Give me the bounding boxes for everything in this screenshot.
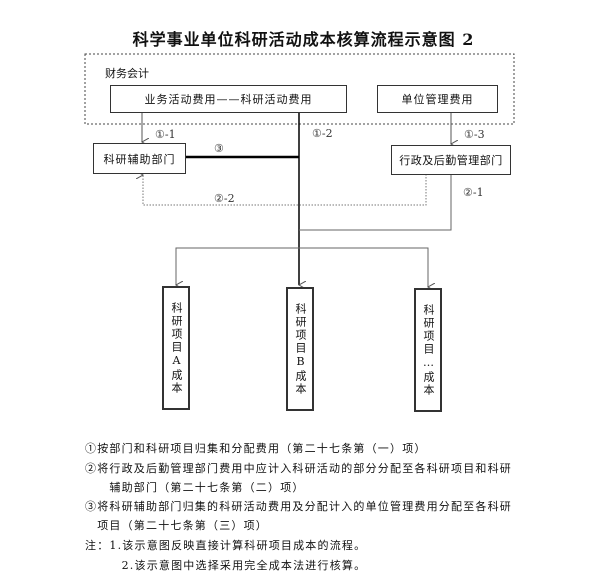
project-a-cost-box: 科研项目A成本	[162, 286, 190, 410]
flow-label-1-2: ①-2	[312, 127, 333, 140]
diagram-title: 科学事业单位科研活动成本核算流程示意图 2	[132, 30, 475, 49]
flow-label-2-1: ②-1	[463, 186, 484, 199]
admin-logistics-dept-box: 行政及后勤管理部门	[391, 145, 511, 175]
project-b-cost-box: 科研项目B成本	[286, 287, 314, 411]
unit-management-expense-box: 单位管理费用	[377, 85, 498, 113]
flow-label-2-2: ②-2	[214, 192, 235, 205]
research-support-dept-box: 科研辅助部门	[93, 143, 186, 174]
flow-label-3: ③	[214, 142, 224, 155]
business-expense-box: 业务活动费用——科研活动费用	[110, 85, 347, 113]
finance-group-label: 财务会计	[105, 67, 149, 80]
flow-label-1-3: ①-3	[464, 128, 485, 141]
remark-2: 2.该示意图中选择采用完全成本法进行核算。	[85, 559, 367, 572]
flow-2-1-line	[299, 174, 452, 231]
note-3: ③将科研辅助部门归集的科研活动费用及分配计入的单位管理费用分配至各科研	[85, 500, 512, 513]
note-2: ②将行政及后勤管理部门费用中应计入科研活动的部分分配至各科研项目和科研	[85, 462, 512, 475]
note-1: ①按部门和科研项目归集和分配费用（第二十七条第（一）项）	[85, 442, 427, 455]
project-etc-cost-box: 科研项目…成本	[414, 288, 442, 412]
remark-1: 注：1.该示意图反映直接计算科研项目成本的流程。	[85, 539, 367, 552]
note-2-cont: 辅助部门（第二十七条第（二）项）	[85, 481, 305, 494]
note-3-cont: 项目（第二十七条第（三）项）	[85, 519, 268, 532]
flow-2-2-dashed-arrow	[143, 174, 427, 206]
distribution-line	[175, 247, 428, 287]
flow-label-1-1: ①-1	[155, 128, 176, 141]
